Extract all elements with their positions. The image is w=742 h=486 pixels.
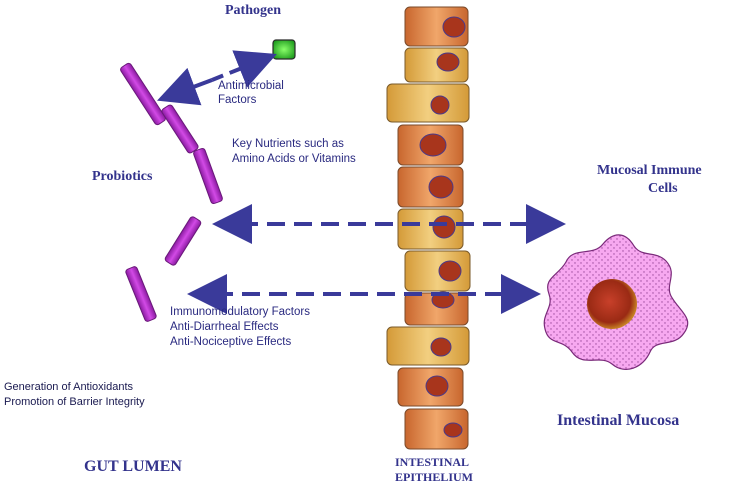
- immunomodulatory-label: Anti-Diarrheal Effects: [170, 321, 279, 333]
- probiotic-bacterium-icon: [120, 62, 166, 126]
- nutrients-label: Amino Acids or Vitamins: [232, 153, 356, 165]
- antioxidants-label: Generation of Antioxidants: [4, 381, 134, 393]
- probiotics-group: [120, 62, 223, 322]
- intestinal-epithelium-label: INTESTINAL: [395, 455, 469, 469]
- immunomodulatory-label: Anti-Nociceptive Effects: [170, 336, 291, 348]
- mucosal-immune-cell-icon: [543, 234, 689, 370]
- antimicrobial-label: Factors: [218, 94, 257, 106]
- probiotic-bacterium-icon: [164, 216, 202, 266]
- epithelial-cell-icon: [404, 250, 471, 292]
- pathogen-icon: [272, 39, 296, 60]
- intestinal-mucosa-label: Intestinal Mucosa: [557, 412, 679, 429]
- probiotic-bacterium-icon: [161, 104, 199, 154]
- epithelial-cell-icon: [397, 208, 464, 250]
- immunomodulatory-label: Immunomodulatory Factors: [170, 306, 310, 318]
- probiotics-label: Probiotics: [92, 169, 153, 184]
- epithelial-cell-icon: [404, 6, 469, 47]
- nutrients-label: Key Nutrients such as: [232, 138, 344, 150]
- intestinal-epithelium-label: EPITHELIUM: [395, 470, 473, 484]
- mucosal-immune-cells-label: Mucosal Immune: [597, 163, 702, 178]
- arrows: [157, 50, 566, 314]
- epithelial-cell-icon: [386, 326, 470, 366]
- pathogen-arrow: [211, 50, 277, 88]
- antioxidants-label: Promotion of Barrier Integrity: [4, 396, 145, 408]
- mucosal-immune-cells-label: Cells: [648, 181, 678, 196]
- epithelial-cell-icon: [386, 83, 470, 123]
- epithelial-cell-icon: [397, 367, 464, 407]
- intestinal-epithelium: [386, 6, 471, 450]
- pathogen-arrow: [157, 67, 213, 106]
- antimicrobial-label: Antimicrobial: [218, 80, 284, 92]
- pathogen-label: Pathogen: [225, 3, 281, 18]
- epithelial-cell-icon: [404, 408, 469, 450]
- epithelial-cell-icon: [397, 124, 464, 166]
- gut-lumen-label: GUT LUMEN: [84, 458, 182, 475]
- probiotic-bacterium-icon: [125, 266, 157, 322]
- epithelial-cell-icon: [404, 291, 469, 326]
- probiotic-bacterium-icon: [193, 147, 223, 205]
- epithelial-cell-icon: [397, 166, 464, 208]
- epithelial-cell-icon: [404, 47, 469, 83]
